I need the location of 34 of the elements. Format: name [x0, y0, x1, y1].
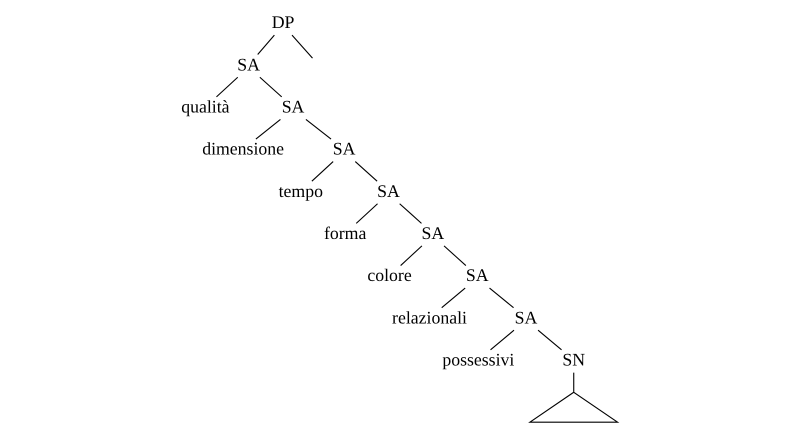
- node-text: DP: [271, 12, 294, 32]
- connector: [488, 288, 514, 308]
- connector: [216, 76, 238, 98]
- connector: [291, 34, 312, 59]
- node-text: SA: [281, 96, 304, 116]
- connector: [400, 245, 422, 266]
- connector: [398, 203, 422, 224]
- connector: [258, 76, 282, 98]
- node-text: relazionali: [392, 307, 466, 328]
- node-text: SA: [376, 180, 400, 201]
- connector: [537, 330, 562, 350]
- node-text: dimensione: [202, 138, 284, 159]
- connector: [572, 372, 574, 392]
- connector: [354, 161, 377, 182]
- connector: [256, 34, 274, 55]
- node-text: tempo: [278, 180, 322, 201]
- connector: [355, 203, 378, 224]
- node-text: qualità: [180, 96, 230, 116]
- node-text: SA: [465, 265, 488, 286]
- node-text: SA: [420, 222, 444, 243]
- node-text: SA: [236, 54, 260, 74]
- node-triangle: [528, 392, 619, 423]
- connector: [255, 118, 280, 140]
- node-text: forma: [323, 222, 366, 243]
- node-text: SA: [332, 138, 355, 159]
- node-text: SN: [562, 349, 585, 370]
- connector: [440, 288, 466, 308]
- connector: [305, 118, 331, 140]
- connector: [311, 161, 334, 182]
- node-text: colore: [366, 265, 412, 286]
- node-text: possessivi: [442, 349, 514, 370]
- connector: [490, 330, 514, 350]
- node-text: SA: [514, 307, 537, 328]
- connector: [443, 245, 466, 266]
